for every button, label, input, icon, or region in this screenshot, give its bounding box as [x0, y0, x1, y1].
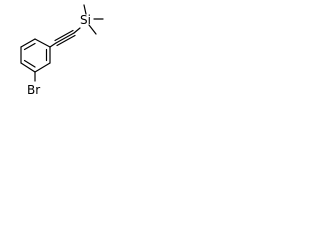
si-methyl-bottom: [88, 24, 97, 35]
triple-bond-line-3: [56, 34, 76, 47]
bromine-label: Br: [27, 83, 40, 97]
ring-bond-4: [34, 62, 51, 73]
ring-bond-2: [34, 38, 51, 48]
ring-bond-5: [20, 62, 36, 73]
benzene-ring: [20, 38, 51, 73]
triple-bond-line-2: [55, 32, 75, 44]
trimethyl-groups: [83, 4, 104, 35]
c-si-bond: [73, 27, 81, 34]
alkyne-triple-bond: [49, 27, 81, 48]
chemical-structure: Si Br: [20, 4, 104, 97]
triple-bond-line-1: [54, 29, 74, 42]
silicon-label: Si: [80, 13, 91, 27]
si-methyl-top: [83, 4, 87, 15]
c-c-single-bond: [49, 42, 57, 48]
ring-inner-bond-3: [23, 59, 36, 68]
ring-inner-bond-1: [23, 42, 36, 51]
ring-bond-1: [20, 38, 36, 48]
